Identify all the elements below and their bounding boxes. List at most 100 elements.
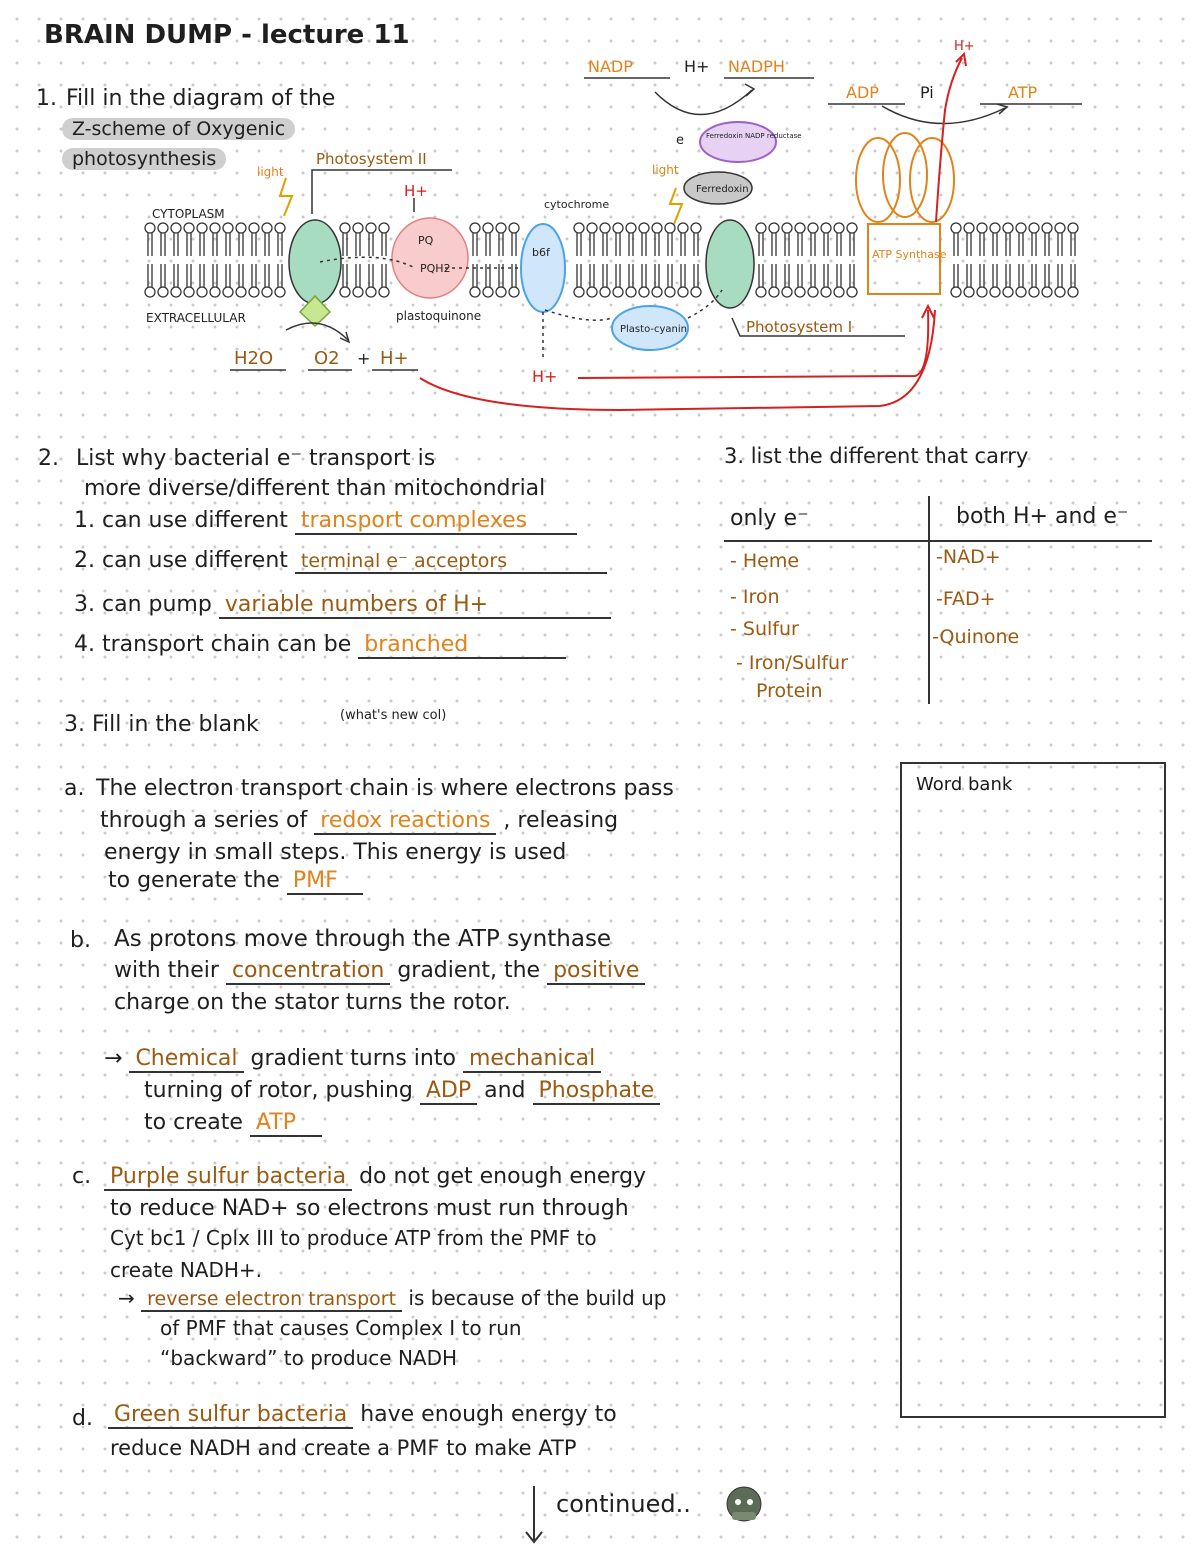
lipid-molecule — [508, 264, 520, 298]
lipid-molecule — [508, 222, 520, 256]
lipid-molecule — [768, 264, 780, 298]
lipid-molecule — [1002, 222, 1014, 256]
lipid-molecule — [1028, 264, 1040, 298]
q3-list-heading: 3. list the different that carry — [724, 444, 1029, 468]
q2-item-1: 1. can use different transport complexes — [74, 508, 577, 535]
q3a-line-2-a: through a series of — [100, 808, 308, 833]
q3-fill-heading: 3. Fill in the blank — [64, 712, 259, 737]
atp-synthase — [855, 132, 955, 295]
lipid-molecule — [963, 222, 975, 256]
q3c-answer-reverse-transport: reverse electron transport — [141, 1288, 403, 1312]
q3b-line-4-a: gradient turns into — [250, 1046, 456, 1071]
lipid-molecule — [846, 264, 858, 298]
lipid-molecule — [950, 264, 962, 298]
q2-item-2-answer: terminal e⁻ acceptors — [294, 550, 607, 574]
q2-item-2: 2. can use different terminal e⁻ accepto… — [74, 548, 607, 574]
nadph-label: NADPH — [728, 57, 785, 76]
lipid-molecule — [963, 264, 975, 298]
q2-item-2-num: 2. — [74, 548, 95, 573]
q3c-line-4: create NADH+. — [110, 1258, 263, 1282]
lipid-molecule — [339, 222, 351, 256]
lipid-molecule — [222, 222, 234, 256]
water-label: H2O — [234, 348, 273, 369]
lipid-molecule — [976, 222, 988, 256]
lipid-molecule — [235, 222, 247, 256]
plastocyanin — [611, 305, 689, 351]
lipid-molecule — [586, 222, 598, 256]
ferredoxin-label: Ferredoxin — [696, 184, 749, 195]
q3b-line-5: turning of rotor, pushing ADP and Phosph… — [144, 1078, 661, 1105]
q3a-answer-pmf: PMF — [286, 868, 363, 895]
q1-number: 1. — [36, 86, 57, 111]
q3-col1-item-4: - Iron/Sulfur — [736, 652, 848, 674]
cytochrome-label: cytochrome — [544, 198, 609, 211]
lipid-molecule — [690, 222, 702, 256]
q3-col1-item-5: Protein — [756, 680, 823, 702]
q2-item-4: 4. transport chain can be branched — [74, 632, 567, 659]
q1-highlight-2: photosynthesis — [62, 148, 227, 170]
photosystem-2 — [288, 219, 342, 328]
hplus-lumen-label: H+ — [532, 367, 557, 386]
pq-label: PQ — [418, 234, 434, 247]
lipid-molecule — [664, 264, 676, 298]
lipid-molecule — [261, 264, 273, 298]
q1-highlight-1: Z-scheme of Oxygenic — [62, 118, 296, 140]
lipid-molecule — [209, 264, 221, 298]
q3a-answer-redox: redox reactions — [314, 808, 497, 835]
lipid-molecule — [144, 222, 156, 256]
lipid-molecule — [248, 264, 260, 298]
lipid-molecule — [833, 222, 845, 256]
lipid-molecule — [573, 264, 585, 298]
lipid-molecule — [183, 222, 195, 256]
lipid-molecule — [196, 222, 208, 256]
lipid-molecule — [794, 264, 806, 298]
q3c-line-5: → reverse electron transport is because … — [118, 1286, 666, 1312]
q3a-line-2-b: , releasing — [503, 808, 619, 833]
nadp-label: NADP — [588, 57, 633, 76]
pi-label: Pi — [920, 83, 934, 102]
q3c-line-1: Purple sulfur bacteria do not get enough… — [104, 1164, 646, 1191]
q3a-label: a. — [64, 776, 85, 801]
hplus-top-right-label: H+ — [954, 39, 975, 54]
lipid-molecule — [755, 264, 767, 298]
lipid-molecule — [976, 264, 988, 298]
cytochrome-b6f — [520, 223, 566, 313]
lipid-molecule — [495, 264, 507, 298]
lipid-molecule — [651, 264, 663, 298]
q3c-line-5-b: is because of the build up — [408, 1286, 667, 1310]
lipid-molecule — [1054, 264, 1066, 298]
plastoquinone-label: plastoquinone — [396, 309, 481, 323]
lipid-molecule — [755, 222, 767, 256]
q3a-line-3: energy in small steps. This energy is us… — [104, 840, 567, 865]
lipid-molecule — [846, 222, 858, 256]
hplus-bottom-label: H+ — [380, 348, 409, 369]
photosystem-2-label: Photosystem II — [316, 150, 427, 168]
q3b-line-2: with their concentration gradient, the p… — [114, 958, 646, 985]
q3-col1-item-3: - Sulfur — [730, 618, 799, 640]
q3a-line-2: through a series of redox reactions , re… — [100, 808, 618, 835]
lipid-molecule — [235, 264, 247, 298]
lipid-molecule — [469, 264, 481, 298]
q2-item-1-answer: transport complexes — [294, 508, 577, 535]
light-label-1: light — [257, 165, 284, 179]
q3-col1-item-2: - Iron — [730, 586, 780, 608]
q3b-line-3: charge on the stator turns the rotor. — [114, 990, 511, 1015]
q2-item-4-num: 4. — [74, 632, 95, 657]
lipid-molecule — [495, 222, 507, 256]
lipid-molecule — [365, 222, 377, 256]
lipid-molecule — [989, 222, 1001, 256]
q3b-line-5-b: and — [484, 1078, 526, 1103]
lipid-molecule — [222, 264, 234, 298]
adp-label: ADP — [846, 83, 879, 102]
q3b-line-4: → Chemical gradient turns into mechanica… — [104, 1046, 602, 1073]
lipid-molecule — [482, 222, 494, 256]
q3b-label: b. — [70, 928, 91, 953]
q3b-answer-adp: ADP — [419, 1078, 478, 1105]
q3b-answer-chemical: Chemical — [129, 1046, 244, 1073]
q3b-line-6-a: to create — [144, 1110, 243, 1135]
lipid-molecule — [1015, 222, 1027, 256]
lipid-molecule — [599, 264, 611, 298]
lipid-molecule — [378, 264, 390, 298]
lipid-molecule — [781, 264, 793, 298]
lipid-molecule — [144, 264, 156, 298]
